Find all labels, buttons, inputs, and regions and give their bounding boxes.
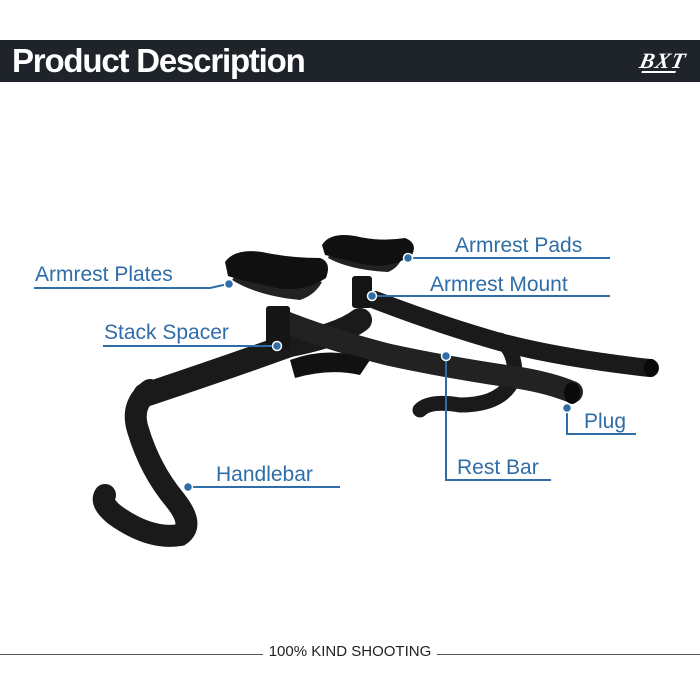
callout-armrest-pads: Armrest Pads (455, 234, 583, 257)
armrest-pad-left (225, 251, 328, 290)
callout-dots (182, 252, 573, 493)
plug-rear (644, 359, 658, 377)
armrest-plates-dot (223, 278, 235, 290)
stack-spacer-right (352, 276, 372, 308)
armrest-plates-leader (34, 283, 229, 289)
footer-caption: 100% KIND SHOOTING (0, 643, 700, 660)
armrest-pads-dot (402, 252, 414, 264)
stack-spacer-dot (271, 340, 283, 352)
rest-bar-dot (440, 350, 452, 362)
callout-armrest-plates: Armrest Plates (35, 263, 173, 286)
armrest-pad-right (322, 235, 414, 266)
rest-bar-leader (445, 356, 551, 481)
plug-leader (566, 408, 636, 435)
page-title: Product Description (12, 42, 306, 79)
callout-rest-bar: Rest Bar (457, 456, 539, 479)
callout-stack-spacer: Stack Spacer (104, 321, 229, 344)
callout-lines (34, 257, 636, 488)
plug-dot (561, 402, 573, 414)
handlebar-drop (92, 379, 198, 547)
armrest-mount-dot (366, 290, 378, 302)
callout-handlebar: Handlebar (216, 463, 313, 486)
rest-bar-hook (412, 332, 523, 418)
header-bar: Product Description BXT (0, 40, 700, 82)
plug-front (564, 382, 580, 404)
handlebar-dot (182, 481, 194, 493)
clamp-body (290, 352, 370, 378)
callout-plug: Plug (584, 410, 627, 433)
callout-armrest-mount: Armrest Mount (430, 273, 568, 296)
stack-spacer-left (266, 306, 290, 350)
footer-caption-text: 100% KIND SHOOTING (262, 643, 438, 660)
rest-bar-front (269, 309, 583, 403)
